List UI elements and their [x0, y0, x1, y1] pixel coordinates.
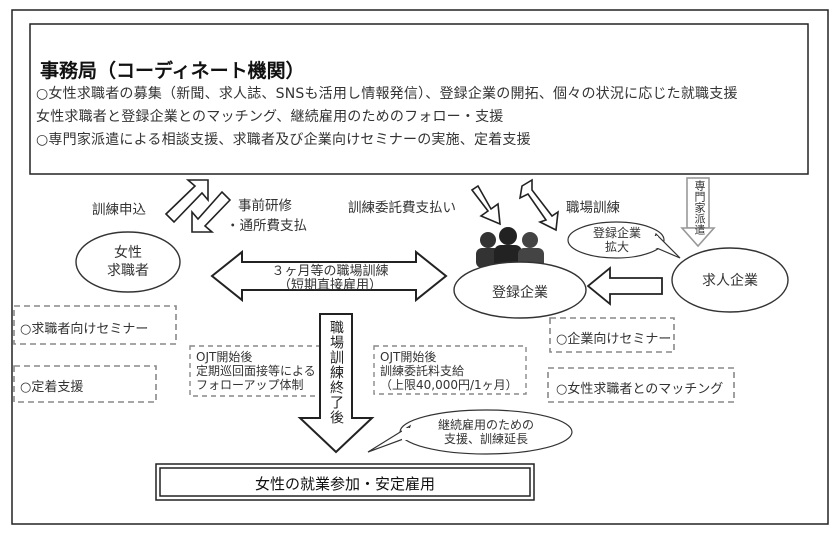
training-line-2: （短期直接雇用） — [277, 278, 382, 293]
continue-bubble — [367, 409, 573, 455]
prep-label-1: 事前研修 — [238, 198, 292, 214]
continue-line-1: 継続雇用のための — [437, 418, 534, 432]
expand-bubble — [567, 221, 681, 259]
settle-text: ○定着支援 — [20, 380, 84, 395]
seminar-co-text: ○企業向けセミナー — [556, 332, 672, 347]
company-label: 登録企業 — [492, 285, 548, 301]
fee-label: 訓練委託費支払い — [348, 200, 456, 216]
result-box-outer — [155, 463, 535, 501]
training-double-arrow — [210, 249, 448, 303]
prep-arrow — [191, 190, 232, 233]
woman-seeker-line-1: 女性 — [114, 245, 142, 261]
expand-label: 登録企業 拡大 — [590, 226, 644, 254]
header-box — [29, 23, 809, 175]
prep-label-2: ・通所費支払 — [226, 218, 307, 234]
expand-line-2: 拡大 — [604, 240, 629, 254]
header-title: 事務局（コーディネート機関） — [40, 60, 305, 82]
woman-seeker-ellipse — [75, 231, 181, 293]
training-end-label: 職場訓練終了後 — [328, 320, 344, 425]
company-ellipse — [453, 261, 587, 319]
matching-text: ○女性求職者とのマッチング — [556, 382, 724, 397]
apply-arrow — [164, 179, 209, 224]
continue-line-2: 支援、訓練延長 — [443, 432, 528, 446]
fee-box — [373, 345, 527, 395]
ojt-label: 職場訓練 — [566, 200, 620, 216]
woman-seeker-label: 女性 求職者 — [92, 244, 164, 280]
dispatch-label: 専門家派遣 — [693, 180, 706, 235]
follow-line-3: フォローアップ体制 — [196, 378, 304, 392]
outer-frame — [11, 9, 829, 525]
follow-text: OJT開始後 定期巡回面接等による フォローアップ体制 — [196, 350, 316, 392]
end-arrow — [297, 313, 375, 454]
apply-label: 訓練申込 — [92, 202, 146, 218]
training-label: ３ヶ月等の職場訓練 （短期直接雇用） — [248, 265, 412, 293]
ojt-double-arrow — [518, 178, 559, 232]
fee-text: OJT開始後 訓練委託料支給 （上限40,000円/1ヶ月） — [380, 350, 518, 392]
woman-seeker-line-2: 求職者 — [107, 263, 149, 279]
fee-line-1: OJT開始後 — [380, 350, 437, 364]
header-line-1: ○女性求職者の募集（新聞、求人誌、SNSも活用し情報発信）、登録企業の開拓、個々… — [36, 86, 738, 102]
header-line-2: 女性求職者と登録企業とのマッチング、継続雇用のためのフォロー・支援 — [36, 109, 504, 125]
result-box-inner — [159, 467, 531, 497]
recruiter-label: 求人企業 — [702, 273, 758, 289]
seminar-co-box — [549, 317, 675, 353]
matching-box — [547, 367, 735, 403]
fee-line-2: 訓練委託料支給 — [380, 364, 465, 378]
settle-box — [13, 365, 157, 403]
seminar-job-box — [13, 305, 177, 345]
recruiter-ellipse — [671, 247, 789, 313]
recruit-arrow — [586, 266, 663, 306]
expand-line-1: 登録企業 — [592, 226, 641, 240]
training-line-1: ３ヶ月等の職場訓練 — [271, 264, 389, 279]
follow-line-1: OJT開始後 — [196, 350, 253, 364]
fee-arrow — [470, 184, 501, 226]
header-line-3: ○専門家派遣による相談支援、求職者及び企業向けセミナーの実施、定着支援 — [36, 132, 531, 148]
dispatch-arrow-head — [680, 227, 716, 248]
seminar-job-text: ○求職者向けセミナー — [20, 322, 149, 337]
follow-line-2: 定期巡回面接等による — [196, 364, 316, 378]
fee-line-3: （上限40,000円/1ヶ月） — [380, 378, 518, 392]
result-text: 女性の就業参加・安定雇用 — [254, 475, 435, 493]
continue-text: 継続雇用のための 支援、訓練延長 — [430, 418, 542, 446]
